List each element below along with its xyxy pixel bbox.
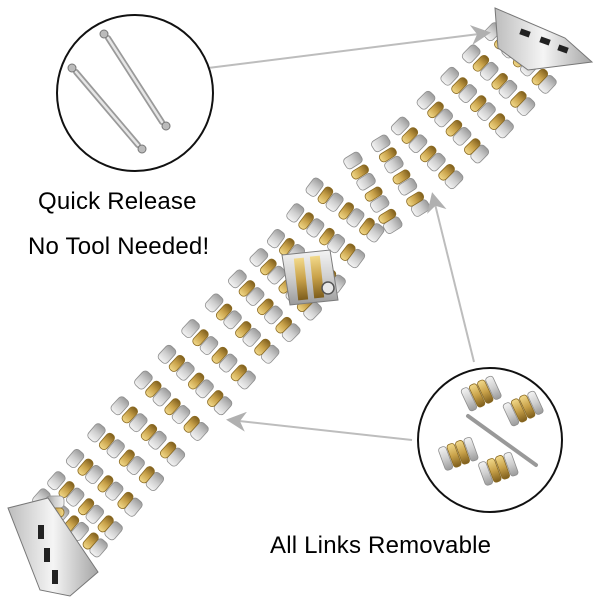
removable-link-icon bbox=[460, 375, 502, 412]
top-lug-connector bbox=[494, 7, 594, 71]
callout-arrows bbox=[207, 25, 491, 441]
removable-links-inset bbox=[417, 367, 563, 513]
band-link bbox=[286, 203, 366, 269]
band-link bbox=[181, 319, 256, 390]
band-link bbox=[87, 423, 165, 491]
band-link bbox=[65, 449, 143, 517]
arrow-to-lower-links bbox=[226, 411, 413, 441]
band-link bbox=[204, 293, 280, 364]
removable-link-icon bbox=[478, 451, 519, 486]
band-link bbox=[440, 66, 514, 139]
band-link bbox=[343, 151, 403, 234]
no-tool-caption: No Tool Needed! bbox=[28, 233, 210, 260]
bottom-lug-connector bbox=[7, 497, 99, 597]
band-link bbox=[228, 269, 301, 342]
all-links-caption: All Links Removable bbox=[270, 532, 492, 559]
band-link bbox=[416, 90, 490, 164]
band-link bbox=[110, 396, 186, 467]
band-link bbox=[461, 44, 536, 117]
band-link bbox=[47, 471, 123, 541]
butterfly-clasp bbox=[281, 249, 339, 306]
band-link bbox=[134, 370, 209, 441]
arrow-to-links bbox=[427, 192, 475, 363]
band-link bbox=[157, 344, 233, 416]
spring-bar-pins-inset bbox=[56, 14, 214, 172]
removable-link-icon bbox=[502, 390, 544, 427]
band-link bbox=[305, 177, 385, 243]
link-pin-icon bbox=[466, 414, 538, 467]
spring-bar-pin-icon bbox=[99, 29, 171, 131]
band-link bbox=[390, 116, 464, 190]
spring-bar-pin-icon bbox=[67, 63, 147, 154]
quick-release-caption: Quick Release bbox=[38, 188, 197, 215]
removable-link-icon bbox=[438, 436, 479, 471]
arrow-to-top-lug bbox=[207, 25, 491, 69]
band-link bbox=[371, 134, 431, 217]
